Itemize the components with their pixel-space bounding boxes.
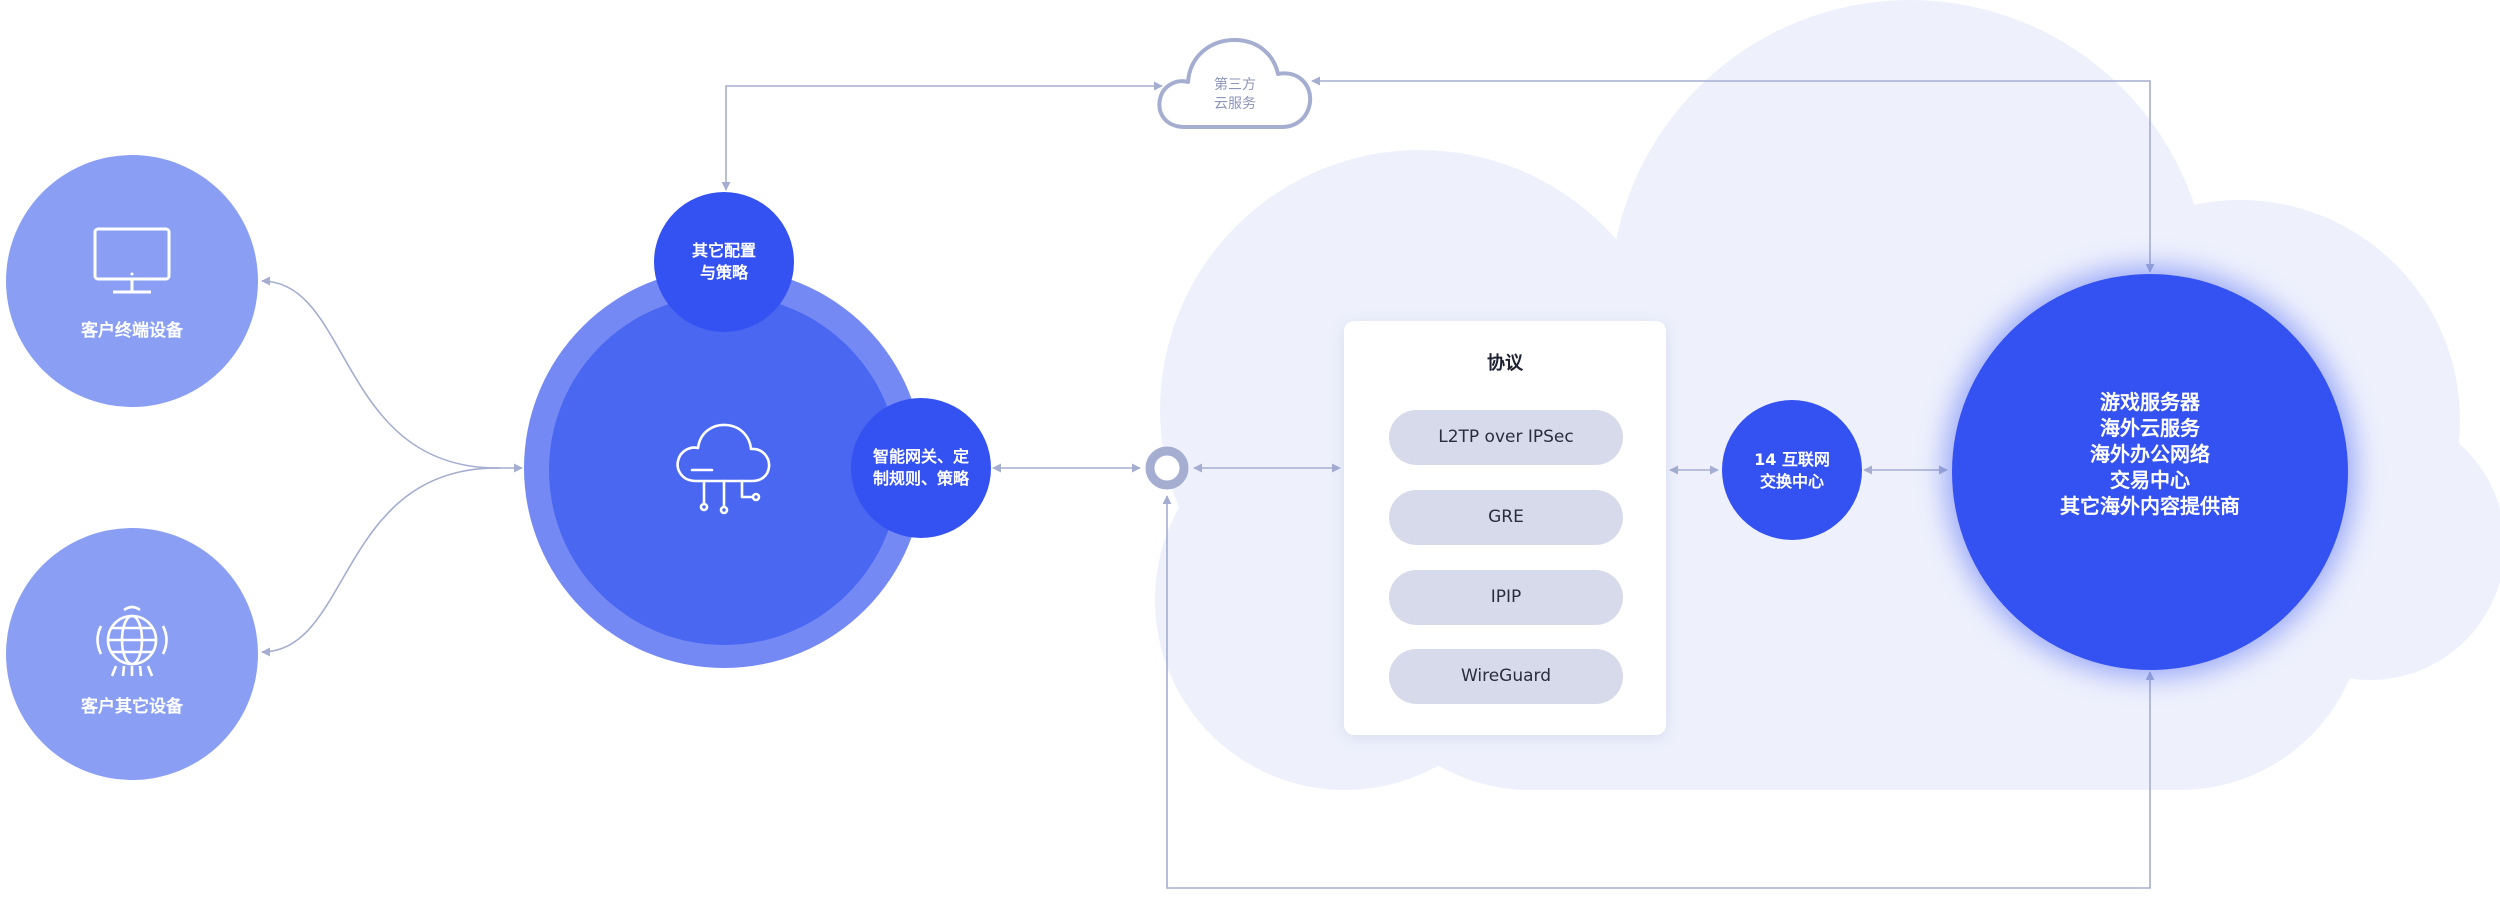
cloud-network-icon bbox=[676, 423, 771, 515]
config-policy-line1: 其它配置 bbox=[691, 241, 756, 260]
protocol-title: 协议 bbox=[1487, 353, 1523, 374]
config-policy-line2: 与策略 bbox=[699, 263, 748, 282]
exchange-line1: 14 互联网 bbox=[1754, 450, 1830, 469]
link-config-to-third-party bbox=[721, 81, 1163, 191]
rules-policy-line1: 智能网关、定 bbox=[872, 447, 969, 466]
exchange-line2: 交换中心 bbox=[1759, 472, 1824, 491]
destination-item: 交易中心 bbox=[2110, 468, 2190, 492]
protocol-item-wireguard: WireGuard bbox=[1389, 649, 1623, 704]
cloud-outline-icon bbox=[1157, 38, 1313, 129]
destination-item: 海外办公网络 bbox=[2090, 442, 2210, 466]
junction-ring-icon bbox=[1145, 446, 1189, 490]
connector-lines bbox=[261, 76, 2155, 889]
rules-policy-label: 智能网关、定 制规则、策略 bbox=[851, 446, 991, 490]
exchange-circle bbox=[1722, 400, 1862, 540]
other-device-label: 客户其它设备 bbox=[81, 697, 183, 717]
exchange-label: 14 互联网 交换中心 bbox=[1732, 449, 1852, 493]
link-third-party-to-destination bbox=[1311, 76, 2155, 273]
protocol-item-ipip: IPIP bbox=[1389, 570, 1623, 625]
third-party-line1: 第三方 bbox=[1214, 77, 1256, 93]
protocol-item-l2tp: L2TP over IPSec bbox=[1389, 410, 1623, 465]
destination-label: 游戏服务器 海外云服务 海外办公网络 交易中心 其它海外内容提供商 bbox=[1970, 389, 2330, 519]
link-other-device bbox=[261, 467, 501, 657]
globe-signal-icon bbox=[96, 605, 168, 677]
config-policy-label: 其它配置 与策略 bbox=[664, 240, 784, 284]
link-bottom-loop bbox=[1162, 495, 2155, 889]
rules-policy-line2: 制规则、策略 bbox=[872, 469, 969, 488]
monitor-icon bbox=[93, 227, 171, 294]
other-device-circle bbox=[6, 528, 258, 780]
destination-item: 其它海外内容提供商 bbox=[2060, 494, 2240, 518]
destination-circle bbox=[1952, 274, 2348, 670]
destination-item: 游戏服务器 bbox=[2100, 390, 2200, 414]
protocol-card: 协议 L2TP over IPSec GRE IPIP WireGuard bbox=[1344, 321, 1666, 735]
config-policy-circle bbox=[654, 192, 794, 332]
link-terminal-device bbox=[261, 276, 501, 469]
protocol-item-gre: GRE bbox=[1389, 490, 1623, 545]
destination-item: 海外云服务 bbox=[2100, 416, 2200, 440]
rules-policy-circle bbox=[851, 398, 991, 538]
third-party-line2: 云服务 bbox=[1214, 96, 1256, 112]
terminal-device-label: 客户终端设备 bbox=[81, 321, 183, 341]
third-party-label: 第三方 云服务 bbox=[1195, 76, 1275, 114]
gateway-inner-circle bbox=[549, 295, 899, 645]
